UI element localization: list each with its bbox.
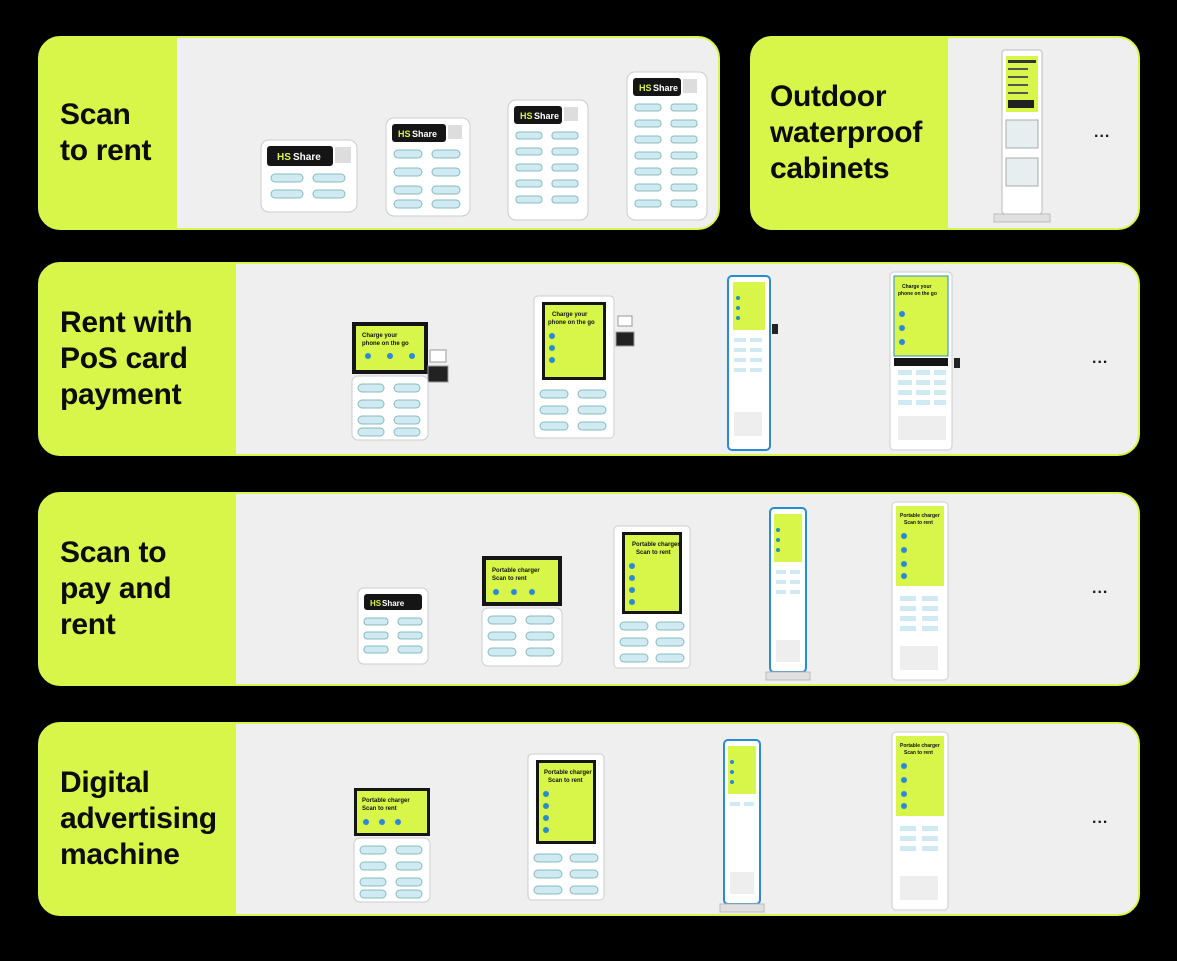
more-indicator: ...	[1094, 124, 1111, 141]
pos-kiosk-medium: Charge your phone on the go	[533, 295, 635, 439]
svg-text:Portable charger: Portable charger	[362, 798, 410, 804]
scan-pay-station-tablet: Portable charger Scan to rent	[481, 556, 563, 667]
scan-pay-station-small: HS Share	[357, 587, 429, 665]
category-card-scan-to-rent[interactable]: Scan to rent HS Share HS Share HS Shar	[38, 36, 720, 230]
power-bank-station-xlarge: HS Share	[626, 71, 708, 221]
svg-text:Portable charger: Portable charger	[632, 542, 680, 548]
power-bank-station-small: HS Share	[260, 139, 358, 213]
ad-machine-medium: Portable charger Scan to rent	[527, 753, 605, 901]
svg-text:Scan to rent: Scan to rent	[904, 520, 933, 526]
pos-kiosk-slim-tower	[727, 275, 778, 451]
product-images: HS Share Portable charger Scan to rent P…	[236, 494, 1138, 684]
category-card-outdoor-waterproof-cabinets[interactable]: Outdoor waterproof cabinets ...	[750, 36, 1140, 230]
svg-text:Scan to rent: Scan to rent	[362, 806, 397, 812]
svg-text:Scan to rent: Scan to rent	[904, 750, 933, 756]
category-card-scan-to-pay-and-rent[interactable]: Scan to pay and rent HS Share Portable c…	[38, 492, 1140, 686]
svg-text:HS: HS	[398, 129, 411, 139]
svg-text:Share: Share	[293, 152, 321, 163]
category-label: Scan to rent	[40, 38, 177, 228]
outdoor-cabinet	[993, 49, 1051, 223]
product-images: ...	[948, 38, 1138, 228]
category-label: Rent with PoS card payment	[40, 264, 236, 454]
category-label: Digital advertising machine	[40, 724, 236, 914]
svg-text:Scan to rent: Scan to rent	[548, 778, 583, 784]
product-images: HS Share HS Share HS Share	[177, 38, 718, 228]
ad-machine-small: Portable charger Scan to rent	[353, 788, 431, 903]
svg-text:phone on the go: phone on the go	[898, 291, 937, 297]
svg-text:Charge your: Charge your	[902, 284, 932, 290]
power-bank-station-medium: HS Share	[385, 117, 471, 217]
svg-text:Charge your: Charge your	[552, 312, 588, 318]
svg-text:Portable charger: Portable charger	[900, 743, 940, 749]
svg-text:Share: Share	[382, 599, 405, 608]
svg-text:Portable charger: Portable charger	[900, 513, 940, 519]
ad-machine-slim-tower	[719, 739, 765, 913]
pos-kiosk-large-tower: Charge your phone on the go	[889, 271, 960, 451]
more-indicator: ...	[1092, 810, 1109, 827]
svg-text:HS: HS	[370, 599, 382, 608]
category-card-digital-advertising-machine[interactable]: Digital advertising machine Portable cha…	[38, 722, 1140, 916]
product-images: Portable charger Scan to rent Portable c…	[236, 724, 1138, 914]
svg-text:phone on the go: phone on the go	[548, 320, 595, 326]
category-card-rent-with-pos-card-payment[interactable]: Rent with PoS card payment Charge your p…	[38, 262, 1140, 456]
scan-pay-large-tower: Portable charger Scan to rent	[891, 501, 949, 681]
svg-text:Scan to rent: Scan to rent	[492, 576, 527, 582]
more-indicator: ...	[1092, 350, 1109, 367]
svg-text:Scan to rent: Scan to rent	[636, 550, 671, 556]
svg-text:HS: HS	[520, 111, 533, 121]
power-bank-station-large: HS Share	[507, 99, 589, 221]
svg-text:Portable charger: Portable charger	[492, 568, 540, 574]
pos-kiosk-small: Charge your phone on the go	[351, 322, 449, 441]
svg-text:Charge your: Charge your	[362, 333, 398, 339]
svg-text:phone on the go: phone on the go	[362, 341, 409, 347]
category-label: Scan to pay and rent	[40, 494, 236, 684]
svg-text:HS: HS	[277, 152, 291, 163]
svg-text:Share: Share	[534, 111, 559, 121]
svg-text:Share: Share	[653, 83, 678, 93]
more-indicator: ...	[1092, 580, 1109, 597]
svg-text:HS: HS	[639, 83, 652, 93]
svg-text:Share: Share	[412, 129, 437, 139]
product-images: Charge your phone on the go Charge your …	[236, 264, 1138, 454]
scan-pay-station-medium: Portable charger Scan to rent	[613, 525, 691, 669]
scan-pay-slim-tower	[765, 507, 811, 681]
ad-machine-large-tower: Portable charger Scan to rent	[891, 731, 949, 911]
svg-text:Portable charger: Portable charger	[544, 770, 592, 776]
category-label: Outdoor waterproof cabinets	[752, 38, 948, 228]
